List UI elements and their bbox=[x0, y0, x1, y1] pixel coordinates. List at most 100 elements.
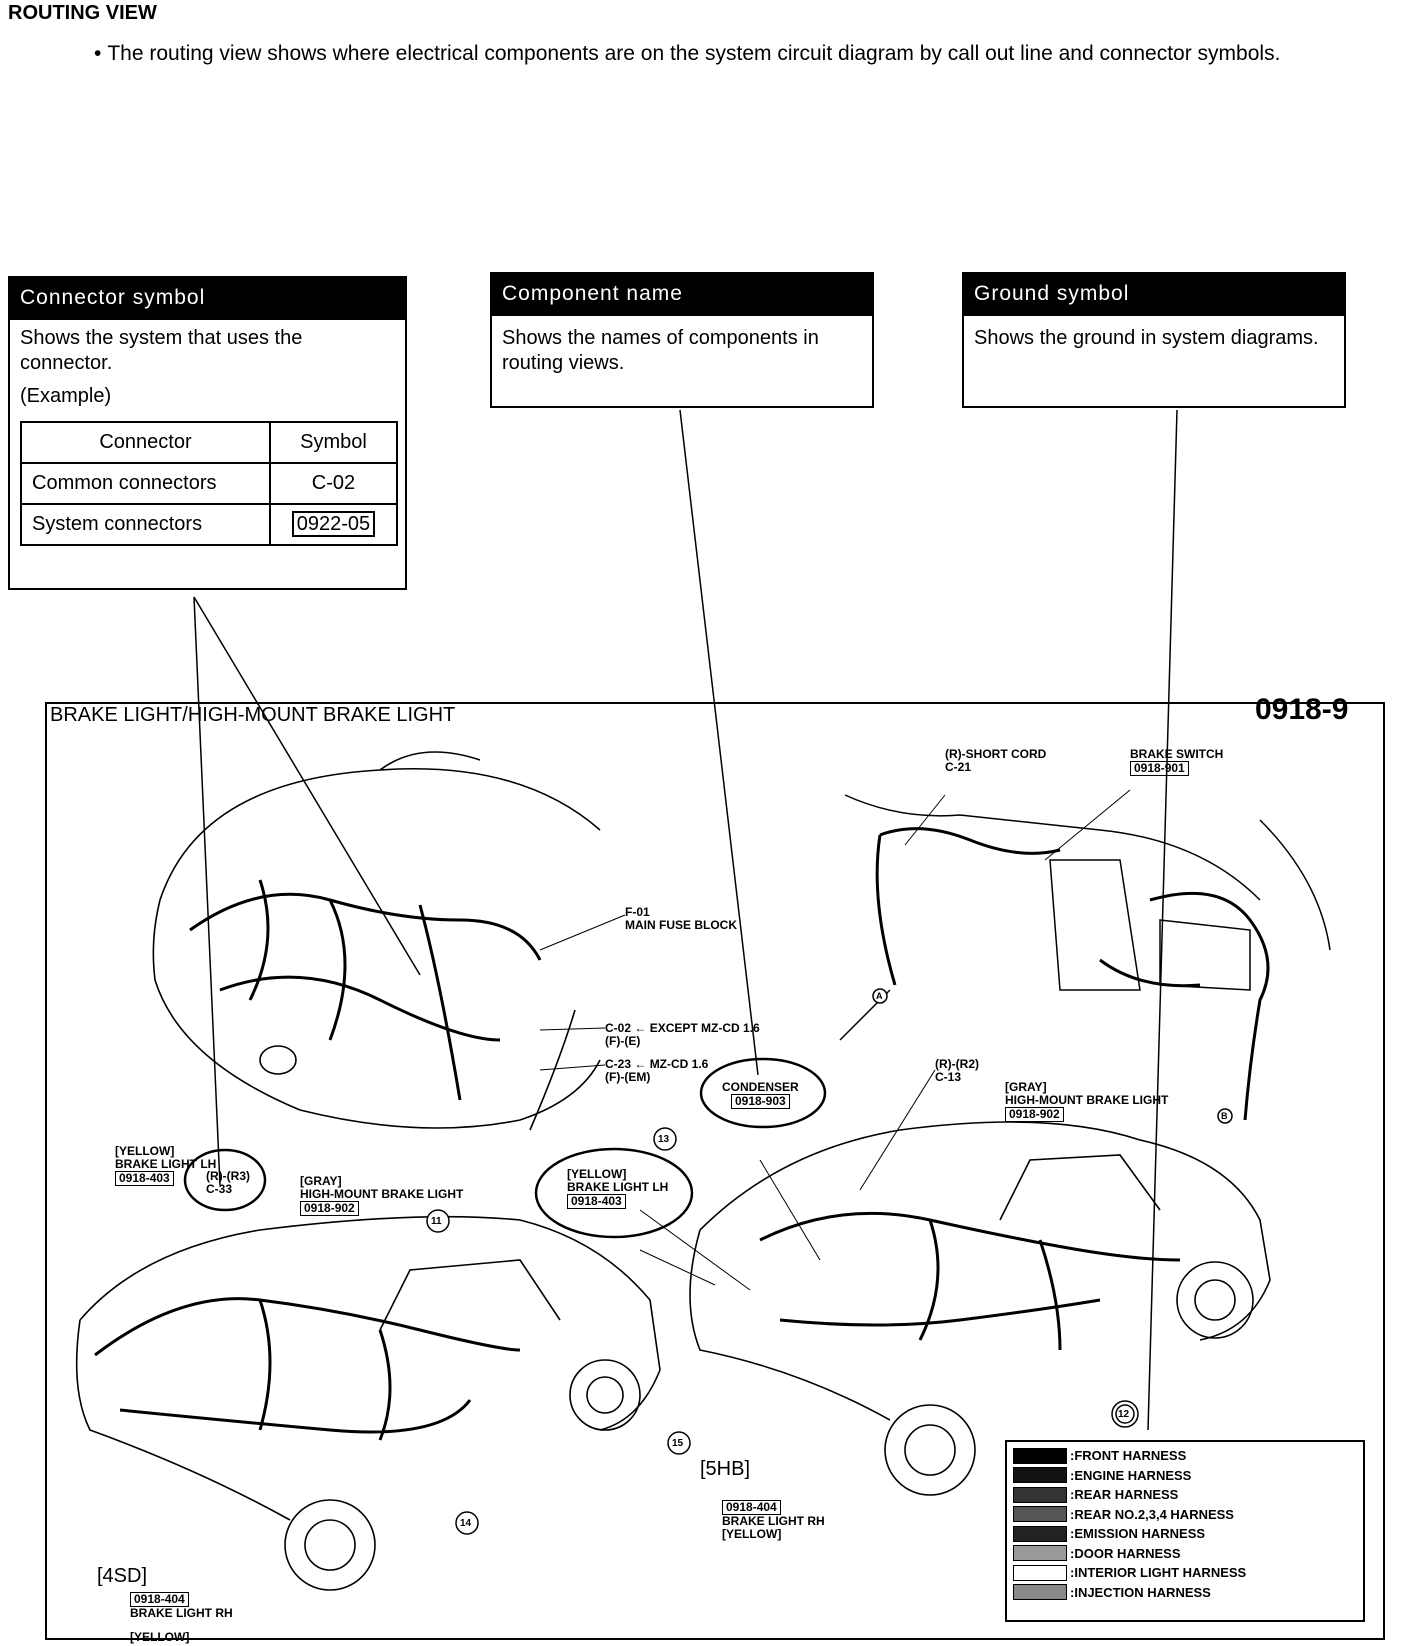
table-cell-symbol: 0922-05 bbox=[268, 503, 399, 546]
body-type-5hb: [5HB] bbox=[700, 1458, 751, 1480]
number-markers bbox=[426, 988, 1233, 1535]
label-text: (R)-(R3) bbox=[206, 1169, 250, 1183]
legend-item: :FRONT HARNESS bbox=[1013, 1446, 1357, 1466]
interior-harness bbox=[875, 827, 1270, 1121]
circled-number-12: 12 bbox=[1118, 1409, 1130, 1420]
label-text: C-21 bbox=[945, 760, 972, 774]
label-text: BRAKE LIGHT LH bbox=[567, 1180, 669, 1194]
connector-callout-text: Shows the system that uses the connector… bbox=[20, 327, 303, 374]
legend-label: :EMISSION HARNESS bbox=[1070, 1526, 1206, 1542]
highlight-ellipses bbox=[183, 1057, 827, 1239]
brh-4sd-ref: 0918-404 bbox=[130, 1592, 189, 1607]
legend-item: :ENGINE HARNESS bbox=[1013, 1466, 1357, 1486]
connector-example-table: Connector Symbol Common connectors C-02 … bbox=[20, 421, 399, 546]
component-callout-text: Shows the names of components in routing… bbox=[502, 327, 819, 374]
label-text: BRAKE LIGHT RH bbox=[722, 1514, 825, 1528]
blh-5hb-ref: 0918-403 bbox=[567, 1194, 626, 1209]
page-description: •The routing view shows where electrical… bbox=[70, 34, 1370, 74]
legend-swatch bbox=[1013, 1545, 1067, 1562]
engine-bay-car bbox=[152, 751, 601, 1131]
circled-number-15: 15 bbox=[672, 1438, 684, 1449]
legend-item: :INTERIOR LIGHT HARNESS bbox=[1013, 1563, 1357, 1583]
ground-callout-text: Shows the ground in system diagrams. bbox=[974, 327, 1319, 349]
figure-title: BRAKE LIGHT/HIGH-MOUNT BRAKE LIGHT bbox=[50, 704, 456, 726]
legend-label: :FRONT HARNESS bbox=[1070, 1448, 1187, 1464]
label-text: CONDENSER bbox=[722, 1080, 799, 1094]
component-name-callout: Component name Shows the names of compon… bbox=[490, 272, 874, 408]
table-cell-name: System connectors bbox=[20, 503, 271, 546]
legend-label: :ENGINE HARNESS bbox=[1070, 1467, 1192, 1483]
label-text: EXCEPT MZ-CD 1.6 bbox=[649, 1021, 760, 1035]
legend-swatch bbox=[1013, 1564, 1067, 1581]
legend-item: :EMISSION HARNESS bbox=[1013, 1524, 1357, 1544]
label-text: [YELLOW] bbox=[115, 1144, 175, 1158]
label-text: HIGH-MOUNT BRAKE LIGHT bbox=[1005, 1093, 1169, 1107]
connector-callout-example: (Example) bbox=[20, 385, 112, 407]
legend-item: :DOOR HARNESS bbox=[1013, 1544, 1357, 1564]
harness-legend: :FRONT HARNESS :ENGINE HARNESS :REAR HARNE… bbox=[1005, 1440, 1365, 1622]
system-connector-boxed-symbol: 0922-05 bbox=[291, 511, 376, 537]
legend-swatch bbox=[1013, 1506, 1067, 1523]
legend-label: :INJECTION HARNESS bbox=[1070, 1584, 1211, 1600]
label-text: C-13 bbox=[935, 1070, 962, 1084]
ground-marker-a: A bbox=[876, 991, 883, 1001]
hatchback-car bbox=[689, 1121, 1271, 1496]
table-header-row: Connector Symbol bbox=[20, 421, 399, 464]
label-text: HIGH-MOUNT BRAKE LIGHT bbox=[300, 1187, 464, 1201]
hmbl-4sd-ref: 0918-902 bbox=[300, 1201, 359, 1216]
ground-marker-b: B bbox=[1221, 1111, 1228, 1121]
condenser-ref: 0918-903 bbox=[730, 1094, 790, 1109]
c02-label: C-02 ← EXCEPT MZ-CD 1.6(F)-(E) bbox=[605, 1021, 760, 1048]
label-text: (R)-(R2) bbox=[935, 1057, 979, 1071]
legend-item: :REAR NO.2,3,4 HARNESS bbox=[1013, 1505, 1357, 1525]
label-text: [YELLOW] bbox=[567, 1167, 627, 1181]
description-text: The routing view shows where electrical … bbox=[107, 42, 1281, 65]
label-leaders bbox=[539, 789, 1131, 1291]
brh-4sd-yellow: [YELLOW] bbox=[130, 1630, 190, 1644]
table-row: Common connectors C-02 bbox=[20, 462, 399, 505]
legend-swatch bbox=[1013, 1486, 1067, 1503]
hmbl-5hb-ref: 0918-902 bbox=[1005, 1107, 1064, 1122]
legend-swatch bbox=[1013, 1447, 1067, 1464]
label-text: MZ-CD 1.6 bbox=[649, 1057, 709, 1071]
table-header-symbol: Symbol bbox=[268, 421, 399, 464]
label-text: (F)-(EM) bbox=[605, 1070, 651, 1084]
bullet-marker: • bbox=[94, 42, 102, 65]
brake-switch-ref: 0918-901 bbox=[1130, 761, 1189, 776]
label-text: F-01 bbox=[625, 905, 650, 919]
legend-label: :INTERIOR LIGHT HARNESS bbox=[1070, 1565, 1247, 1581]
label-text: [GRAY] bbox=[300, 1174, 342, 1188]
body-type-4sd: [4SD] bbox=[97, 1565, 148, 1587]
table-cell-name: Common connectors bbox=[20, 462, 271, 505]
circled-number-14: 14 bbox=[460, 1518, 472, 1529]
c13-label: (R)-(R2)C-13 bbox=[935, 1058, 979, 1084]
interior-panel bbox=[839, 794, 1331, 1041]
label-text: [GRAY] bbox=[1005, 1080, 1047, 1094]
legend-swatch bbox=[1013, 1525, 1067, 1542]
component-callout-title: Component name bbox=[492, 274, 872, 316]
c23-label: C-23 ← MZ-CD 1.6(F)-(EM) bbox=[605, 1057, 709, 1084]
engine-harness bbox=[189, 879, 542, 1101]
label-text: BRAKE LIGHT LH bbox=[115, 1157, 217, 1171]
legend-label: :REAR HARNESS bbox=[1070, 1487, 1179, 1503]
table-cell-symbol: C-02 bbox=[268, 462, 399, 505]
label-text: C-33 bbox=[206, 1182, 233, 1196]
legend-label: :REAR NO.2,3,4 HARNESS bbox=[1070, 1506, 1234, 1522]
table-header-connector: Connector bbox=[20, 421, 271, 464]
label-text: (R)-SHORT CORD bbox=[945, 747, 1047, 761]
label-text: [YELLOW] bbox=[722, 1527, 782, 1541]
sedan-harness bbox=[94, 1297, 521, 1441]
brh-5hb-ref: 0918-404 bbox=[722, 1500, 781, 1515]
circled-number-11: 11 bbox=[431, 1216, 442, 1227]
label-text: (F)-(E) bbox=[605, 1034, 641, 1048]
legend-item: :INJECTION HARNESS bbox=[1013, 1583, 1357, 1603]
figure-number: 0918-9 bbox=[1255, 693, 1349, 726]
